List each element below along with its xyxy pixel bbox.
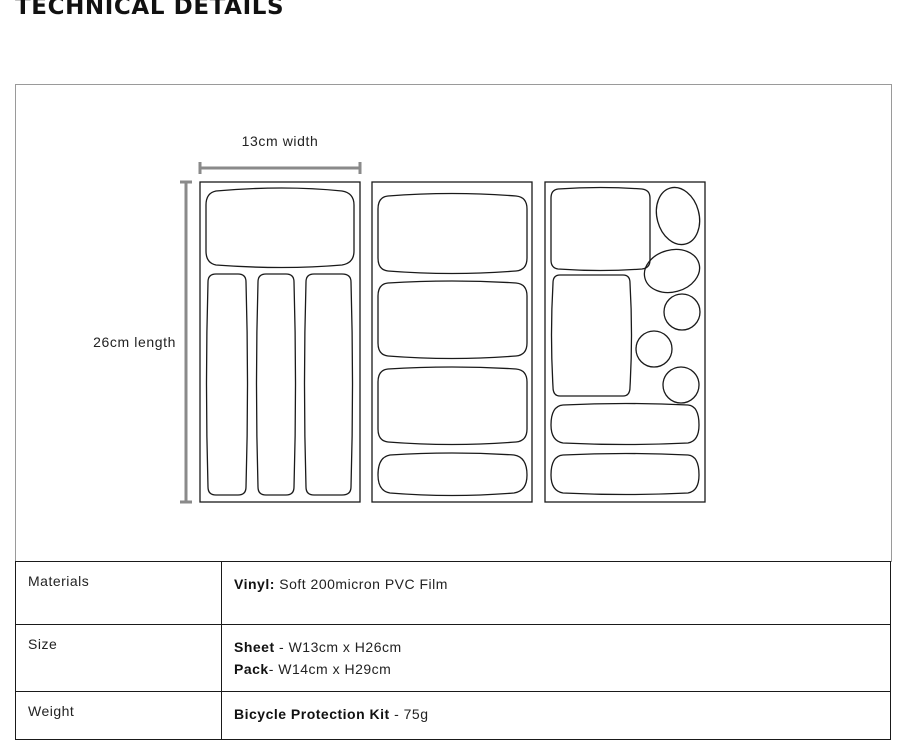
spec-line-bold: Vinyl: bbox=[234, 576, 275, 592]
length-label: 26cm length bbox=[93, 334, 176, 350]
diagram-panel: 13cm width 26cm length bbox=[15, 84, 892, 562]
sheet-1-strip-middle bbox=[255, 273, 297, 496]
spec-row-size: Size Sheet - W13cm x H26cm Pack- W14cm x… bbox=[15, 624, 891, 692]
spec-value: Sheet - W13cm x H26cm Pack- W14cm x H29c… bbox=[221, 624, 891, 692]
spec-line: Sheet - W13cm x H26cm bbox=[234, 636, 878, 658]
width-label: 13cm width bbox=[242, 133, 319, 149]
sheet-3-shape-strip-1 bbox=[550, 402, 700, 446]
sheet-3-circle-1 bbox=[663, 293, 701, 331]
page-title: TECHNICAL DETAILS bbox=[15, 0, 285, 20]
sheet-2-shape-2 bbox=[377, 280, 528, 360]
sheet-2-shape-1 bbox=[377, 192, 528, 275]
sheet-2-shape-3 bbox=[377, 366, 528, 446]
sheet-1-strip-right bbox=[303, 273, 354, 496]
spec-line: Pack- W14cm x H29cm bbox=[234, 658, 878, 680]
spec-row-materials: Materials Vinyl: Soft 200micron PVC Film bbox=[15, 561, 891, 625]
spec-line: Vinyl: Soft 200micron PVC Film bbox=[234, 573, 878, 595]
sheet-1-strip-left bbox=[205, 273, 249, 496]
sheet-3-shape-top-left bbox=[550, 186, 651, 272]
spec-value: Vinyl: Soft 200micron PVC Film bbox=[221, 561, 891, 625]
sheet-3-circle-3 bbox=[662, 366, 700, 404]
sheet-3-circle-2 bbox=[635, 330, 673, 368]
spec-line-text: - W13cm x H26cm bbox=[274, 639, 402, 655]
spec-label: Size bbox=[15, 624, 222, 692]
sheet-1-shape-top bbox=[205, 187, 355, 269]
spec-value: Bicycle Protection Kit - 75g bbox=[221, 691, 891, 740]
spec-line-bold: Pack bbox=[234, 661, 269, 677]
sheet-2-outline bbox=[371, 181, 533, 503]
spec-label: Weight bbox=[15, 691, 222, 740]
spec-line-text: - W14cm x H29cm bbox=[268, 661, 392, 677]
spec-label: Materials bbox=[15, 561, 222, 625]
sheet-2-shape-4 bbox=[377, 452, 528, 497]
sheet-3-outline bbox=[544, 181, 706, 503]
spec-row-weight: Weight Bicycle Protection Kit - 75g bbox=[15, 691, 891, 740]
sheet-3-oval-1 bbox=[655, 186, 701, 246]
spec-line: Bicycle Protection Kit - 75g bbox=[234, 703, 878, 725]
sticker-sheet-diagram: 13cm width 26cm length bbox=[93, 133, 706, 504]
sheet-3-shape-middle bbox=[550, 274, 633, 397]
sheet-3-oval-2 bbox=[643, 248, 701, 294]
spec-line-text: - 75g bbox=[389, 706, 429, 722]
spec-line-text: Soft 200micron PVC Film bbox=[274, 576, 448, 592]
spec-line-bold: Bicycle Protection Kit bbox=[234, 706, 390, 722]
spec-table: Materials Vinyl: Soft 200micron PVC Film… bbox=[15, 561, 891, 740]
spec-line-bold: Sheet bbox=[234, 639, 275, 655]
sheet-3-shape-strip-2 bbox=[550, 452, 700, 496]
sheet-1-outline bbox=[199, 181, 361, 503]
